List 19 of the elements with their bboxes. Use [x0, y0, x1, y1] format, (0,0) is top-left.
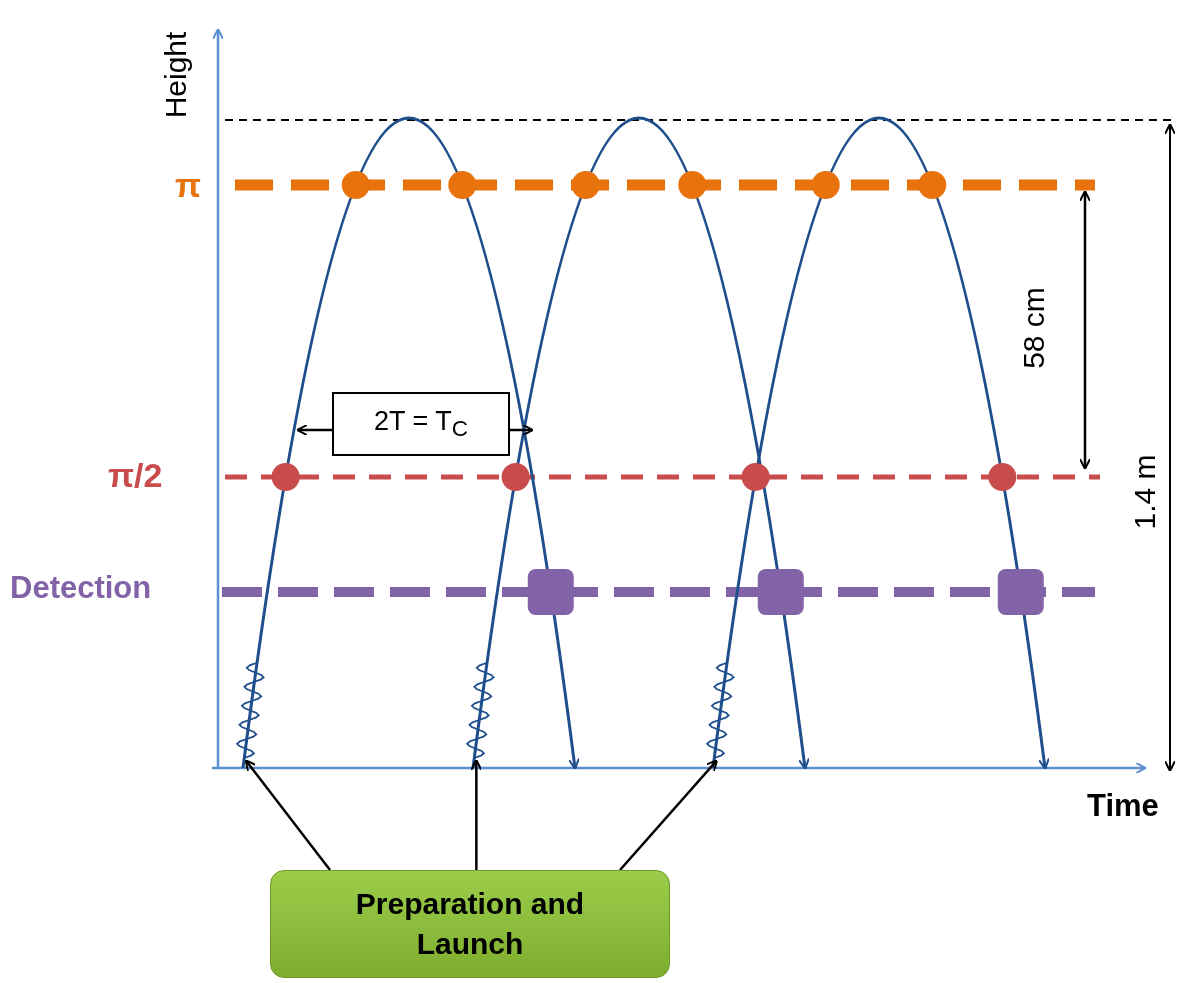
pulse-label: π: [175, 168, 202, 202]
pulse-label: π/2: [108, 458, 163, 492]
arrow: [244, 759, 331, 871]
dimension-label: 58 cm: [1018, 287, 1049, 369]
arrow: [619, 759, 718, 871]
formula-box: [332, 392, 510, 456]
process-box: [270, 870, 670, 978]
axis-label: Height: [161, 31, 192, 119]
detection-label: Detection: [10, 572, 152, 603]
wiggle-icon: [705, 662, 735, 759]
box-text: Preparation and Launch: [354, 885, 586, 962]
arrow: [296, 424, 332, 436]
arrow: [510, 424, 534, 436]
arrow: [470, 759, 483, 870]
wiggle-icon: [235, 662, 265, 759]
axis-label: Time: [1087, 790, 1159, 821]
formula-text: 2T = T$_{C}$: [373, 405, 468, 443]
wiggle-icon: [465, 662, 495, 759]
dimension-label: 1.4 m: [1129, 454, 1160, 530]
